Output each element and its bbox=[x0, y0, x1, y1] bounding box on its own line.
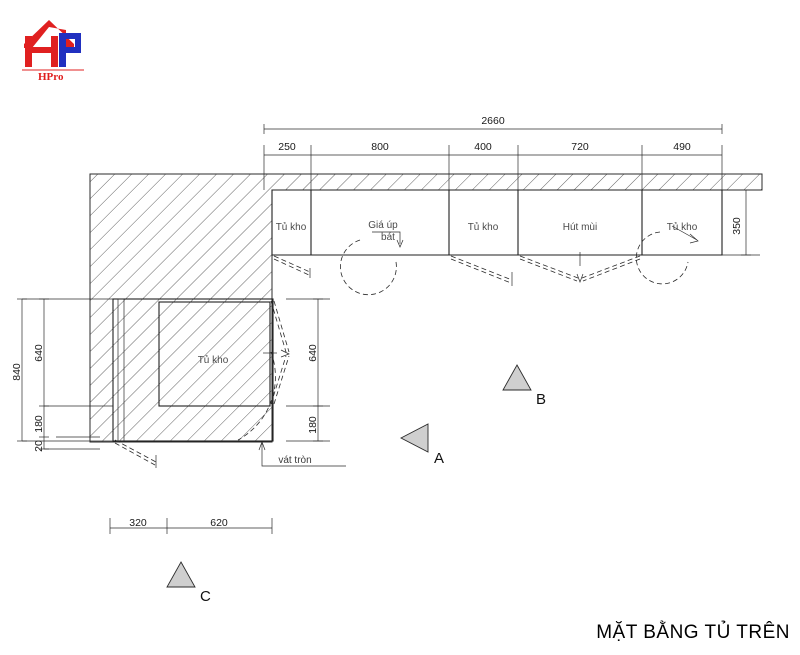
door-swing-2a bbox=[450, 255, 513, 281]
bottom-dimension-chain: 320 620 bbox=[109, 517, 273, 534]
corner-swing-a bbox=[114, 439, 157, 463]
left-cabinet-swing-lower-b bbox=[273, 355, 290, 405]
tu-kho-3-leader bbox=[671, 225, 698, 241]
dim-left-20: 20 bbox=[33, 440, 45, 452]
dim-bottom-320: 320 bbox=[129, 517, 147, 529]
view-marker-a-triangle bbox=[400, 423, 429, 453]
view-marker-b: B bbox=[502, 364, 546, 408]
inner-right-dimension-chain: 640 180 bbox=[286, 298, 330, 442]
dim-bottom-620: 620 bbox=[210, 517, 228, 529]
view-marker-c-triangle bbox=[166, 561, 196, 588]
dim-segment-400: 400 bbox=[474, 141, 492, 153]
bevel-leader-arrow bbox=[258, 441, 266, 451]
bevel-round-arc bbox=[237, 351, 276, 441]
gia-up-arrowhead bbox=[396, 239, 404, 248]
door-swing-1b bbox=[273, 258, 310, 276]
view-marker-b-label: B bbox=[536, 391, 546, 408]
dim-left-640: 640 bbox=[33, 344, 45, 362]
dim-left-overall-840: 840 bbox=[11, 363, 23, 381]
top-cabinet-run: Tủ kho Giá úp bát Tủ kho Hút mùi Tủ kho bbox=[271, 189, 723, 296]
dim-segment-800: 800 bbox=[371, 141, 389, 153]
cabinet-label-hut-mui: Hút mùi bbox=[563, 222, 597, 233]
left-cabinet-swing-lower-a bbox=[270, 355, 287, 405]
dim-segment-490: 490 bbox=[673, 141, 691, 153]
top-overall-dimension: 2660 bbox=[263, 115, 723, 134]
door-swing-2b bbox=[450, 258, 512, 284]
logo-brand-text: HPro bbox=[38, 71, 64, 83]
cabinet-label-tu-kho-3: Tủ kho bbox=[667, 221, 698, 233]
corner-swing-b bbox=[114, 442, 156, 466]
hut-mui-arrow bbox=[576, 273, 584, 283]
logo-letter-h-crossbar bbox=[25, 47, 57, 53]
view-marker-c: C bbox=[166, 561, 211, 605]
view-marker-a: A bbox=[400, 423, 444, 467]
tu-kho-3-arrowhead bbox=[689, 233, 699, 244]
top-segment-dimension-chain: 250 800 400 720 490 bbox=[263, 141, 723, 190]
right-depth-dimension: 350 bbox=[722, 189, 760, 256]
door-swing-arc-tu-kho-3 bbox=[635, 231, 689, 285]
door-swing-3b bbox=[519, 258, 578, 282]
dim-depth-350: 350 bbox=[731, 217, 743, 235]
bevel-annotation: vát tròn bbox=[258, 441, 346, 467]
left-cabinet-swing-upper-b bbox=[273, 300, 290, 353]
cabinet-label-gia-up: Giá úp bbox=[368, 220, 398, 231]
wall-structure bbox=[89, 173, 763, 443]
left-vertical-dimension-chain: 840 640 180 20 bbox=[11, 298, 113, 452]
hpro-logo: HPro bbox=[22, 20, 84, 83]
logo-letter-h-right-stem bbox=[51, 36, 58, 67]
cabinet-label-gia-up-line2: bát bbox=[381, 232, 395, 243]
logo-letter-p-top bbox=[59, 33, 81, 39]
view-marker-c-label: C bbox=[200, 588, 211, 605]
view-marker-b-triangle bbox=[502, 364, 532, 391]
left-cabinet-swing-upper-a bbox=[270, 300, 287, 353]
door-swing-4b bbox=[582, 258, 641, 282]
cabinet-label-tu-kho-1: Tủ kho bbox=[276, 221, 307, 233]
door-swing-3a bbox=[519, 255, 579, 279]
bevel-leader-line bbox=[261, 443, 346, 467]
cabinet-label-tu-kho-left: Tủ kho bbox=[198, 354, 229, 366]
logo-house-roof-icon bbox=[24, 20, 74, 48]
dim-segment-250: 250 bbox=[278, 141, 296, 153]
logo-letter-p-bowl-right bbox=[75, 33, 81, 53]
logo-letter-p-bowl-bottom bbox=[59, 47, 81, 53]
left-cabinet-swing-arrow bbox=[280, 349, 290, 358]
door-swing-arc-gia-up bbox=[340, 239, 397, 296]
door-swing-1a bbox=[273, 255, 311, 273]
gia-up-leader bbox=[372, 231, 401, 244]
bevel-note-text: vát tròn bbox=[278, 455, 311, 466]
dim-inner-180: 180 bbox=[307, 416, 319, 434]
view-marker-a-label: A bbox=[434, 450, 444, 467]
door-swing-indicators bbox=[273, 225, 699, 296]
cabinet-label-tu-kho-2: Tủ kho bbox=[468, 221, 499, 233]
left-cabinet-side-panel bbox=[117, 298, 125, 442]
dim-overall-2660: 2660 bbox=[481, 115, 505, 127]
drawing-title: MẶT BẰNG TỦ TRÊN bbox=[596, 621, 790, 643]
dim-left-180: 180 bbox=[33, 415, 45, 433]
door-swing-4a bbox=[581, 255, 641, 279]
left-cabinet-group: Tủ kho bbox=[112, 298, 290, 468]
left-cabinet-outer-box bbox=[112, 298, 274, 442]
dim-inner-640: 640 bbox=[307, 344, 319, 362]
dim-segment-720: 720 bbox=[571, 141, 589, 153]
wall-hatch-body bbox=[89, 173, 763, 443]
